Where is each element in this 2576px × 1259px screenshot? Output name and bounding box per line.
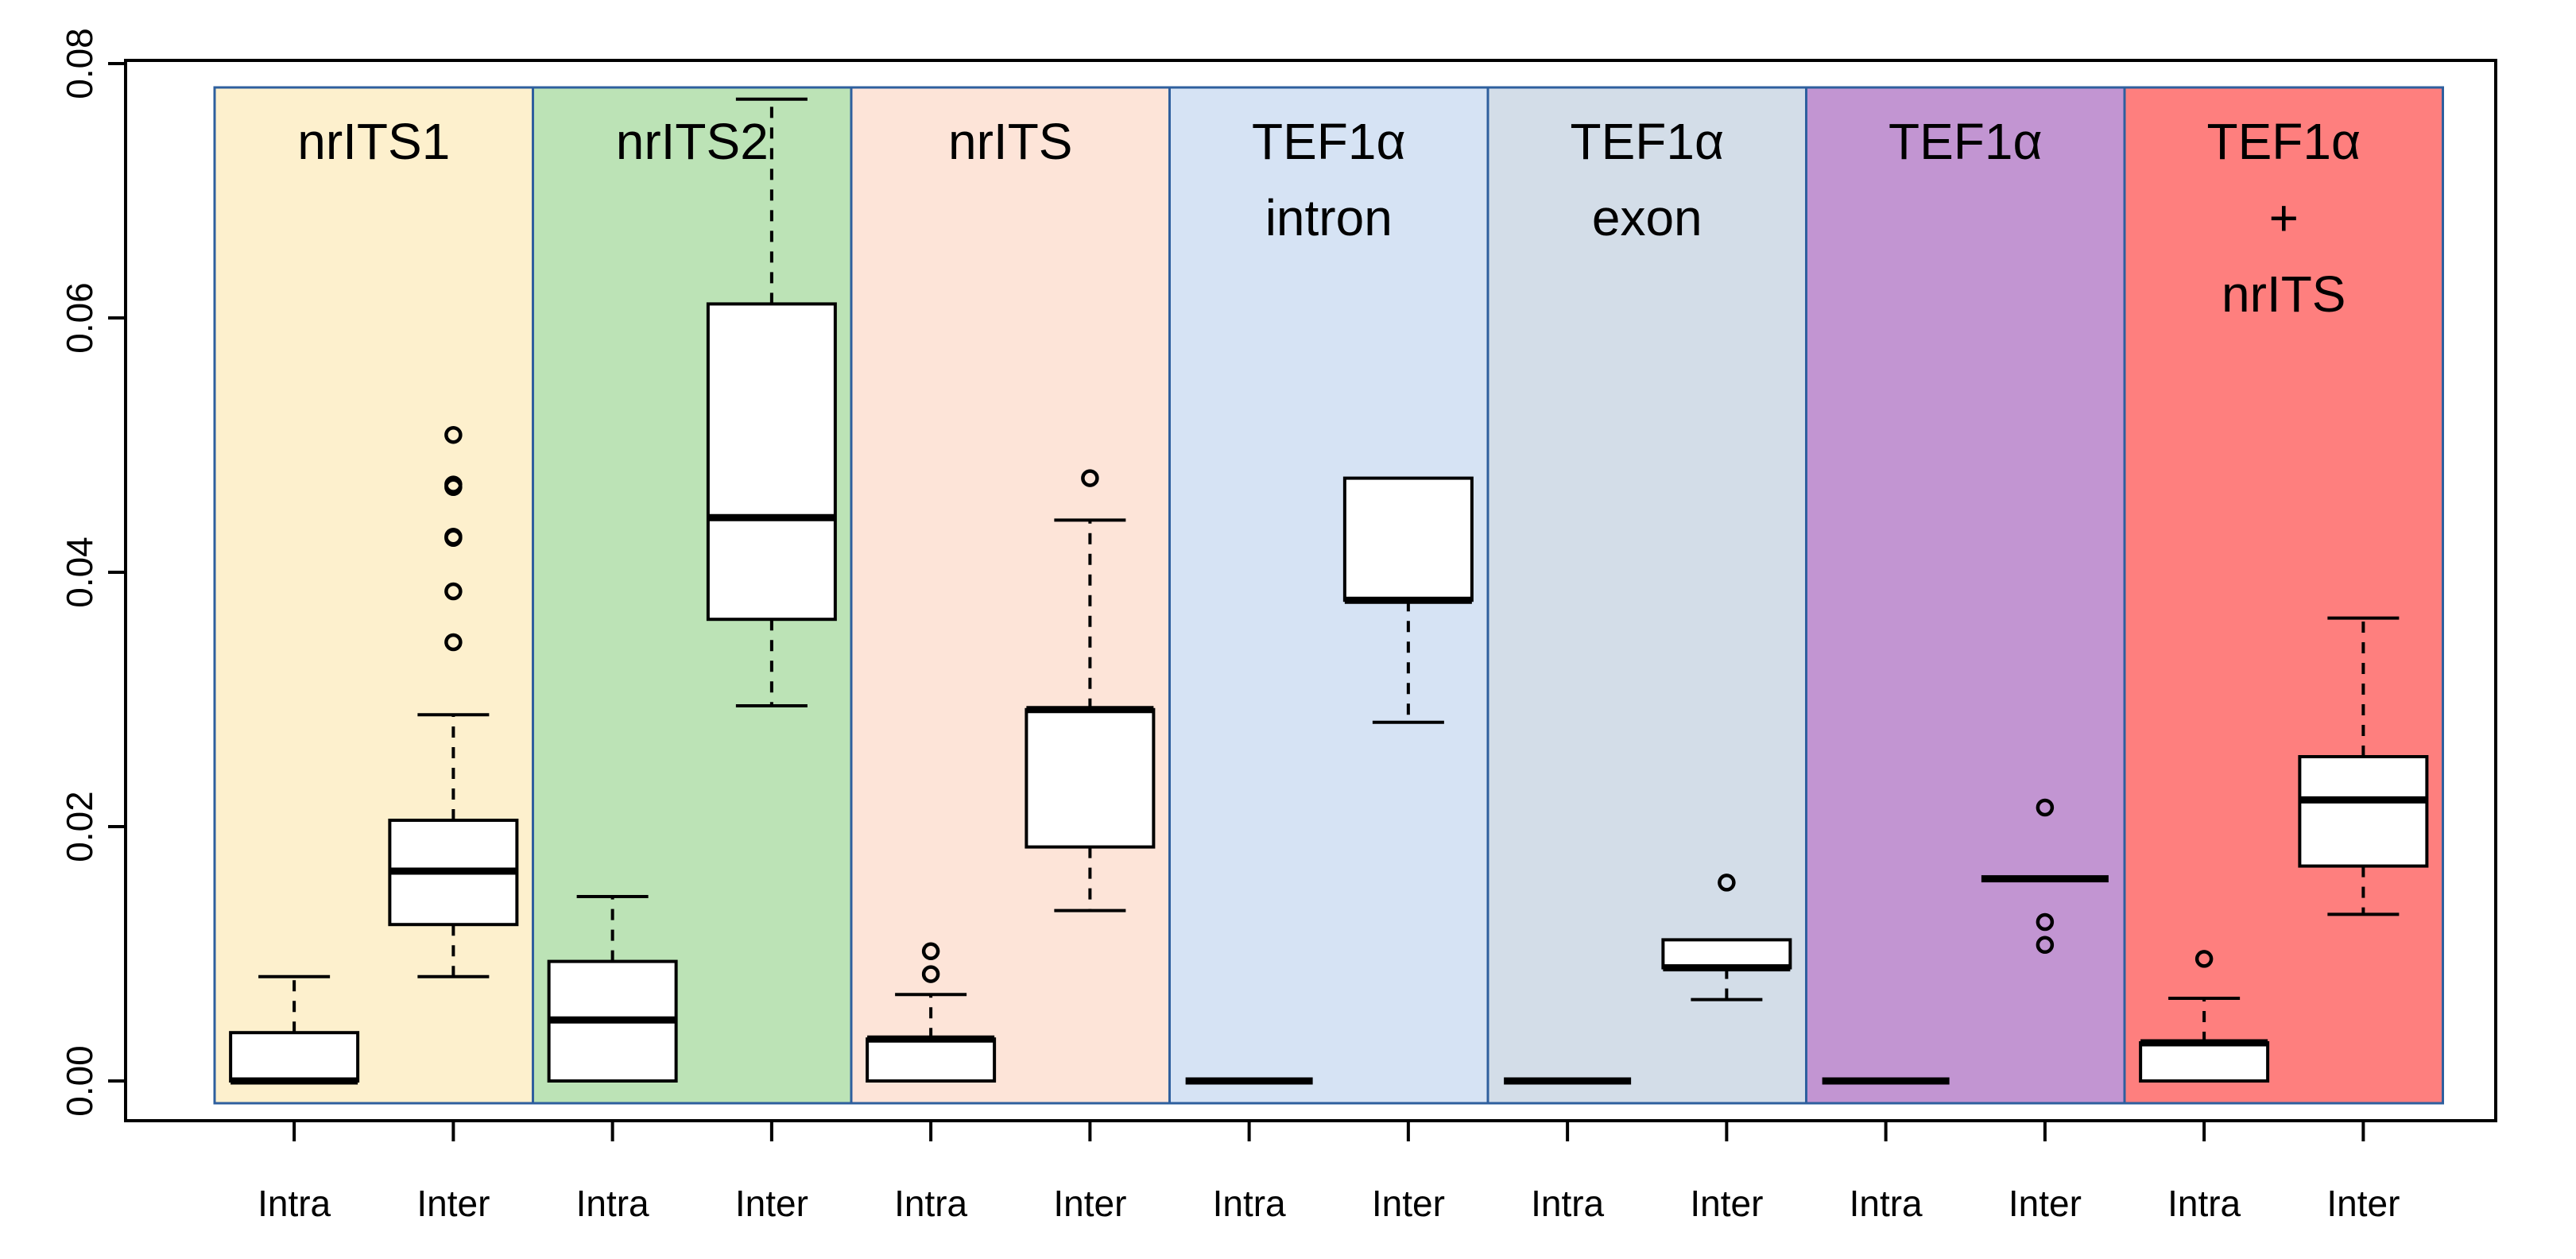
group-title-line: exon [1592, 189, 1702, 246]
box-inter [1025, 469, 1156, 912]
group-title-line: TEF1α [1252, 113, 1405, 170]
group-title-line: nrITS [948, 113, 1072, 170]
x-tick-label: Intra [1531, 1183, 1604, 1224]
y-tick-label: 0.02 [59, 791, 100, 862]
box-inter [1981, 798, 2109, 955]
x-tick-label: Inter [416, 1183, 490, 1224]
y-tick-label: 0.08 [59, 28, 100, 99]
group-panel [850, 86, 1171, 1105]
box-intra [2139, 950, 2270, 1083]
x-tick-label: Inter [1053, 1183, 1126, 1224]
y-tick-label: 0.04 [59, 537, 100, 608]
group-title-line: nrITS1 [297, 113, 450, 170]
x-tick-label: Inter [2009, 1183, 2082, 1224]
box-inter [706, 97, 837, 707]
y-axis: 0.00 0.02 0.04 0.06 0.08 [59, 28, 126, 1117]
box-inter [388, 425, 519, 978]
group-title-line: nrITS [2222, 265, 2346, 323]
group-titles: nrITS1 nrITS2 nrITS TEF1α intron TEF1α exon TEF… [297, 113, 2361, 323]
iqr-box [1342, 476, 1474, 602]
iqr-box [866, 1037, 997, 1083]
x-tick-label: Inter [1690, 1183, 1763, 1224]
group-panels [213, 86, 2444, 1105]
x-tick-label: Intra [1213, 1183, 1286, 1224]
box-intra [866, 942, 997, 1083]
outlier-point [444, 425, 463, 444]
x-tick-label: Intra [894, 1183, 967, 1224]
group-title-line: TEF1α [1571, 113, 1724, 170]
iqr-box [2298, 755, 2429, 868]
x-tick-label: Intra [1850, 1183, 1923, 1224]
outlier-point [921, 965, 940, 983]
group-title-line: intron [1265, 189, 1393, 246]
iqr-box [2139, 1041, 2270, 1083]
group-title-line: nrITS2 [616, 113, 769, 170]
box-inter [2298, 616, 2429, 916]
group-panel [213, 86, 534, 1105]
box-intra [229, 974, 360, 1085]
x-tick-label: Inter [2326, 1183, 2400, 1224]
group-panel [1486, 86, 1807, 1105]
box-layer [229, 97, 2429, 1085]
iqr-box [706, 302, 837, 622]
y-tick-label: 0.06 [59, 282, 100, 354]
group-title-line: TEF1α [1888, 113, 2042, 170]
box-intra [547, 895, 678, 1083]
x-tick-label: Intra [576, 1183, 649, 1224]
y-tick-label: 0.00 [59, 1045, 100, 1117]
group-title-line: + [2269, 189, 2299, 246]
outlier-point [444, 527, 463, 546]
iqr-box [1025, 707, 1156, 849]
outlier-point [1718, 874, 1736, 892]
iqr-box [1661, 938, 1792, 970]
box-inter [1342, 476, 1474, 724]
x-tick-label: Inter [735, 1183, 808, 1224]
outlier-point [2036, 912, 2055, 932]
outlier-point [444, 633, 463, 652]
iqr-box [229, 1031, 360, 1083]
group-panel [1805, 86, 2126, 1105]
outlier-point [2036, 936, 2055, 955]
outlier-point [444, 582, 463, 601]
outlier-point [2036, 798, 2055, 817]
outlier-point [2194, 950, 2214, 968]
group-panel [2123, 86, 2444, 1105]
x-tick-label: Intra [258, 1183, 331, 1224]
box-inter [1661, 874, 1792, 1001]
group-title-line: TEF1α [2207, 113, 2361, 170]
outlier-point [444, 475, 463, 494]
outlier-point [1081, 469, 1099, 487]
x-tick-label: Intra [2167, 1183, 2241, 1224]
x-tick-label: Inter [1372, 1183, 1445, 1224]
outlier-point [921, 942, 940, 961]
plot-frame [124, 59, 2497, 1122]
x-axis: Intra Inter Intra Inter Intra Inter Intra Inter… [258, 1121, 2400, 1224]
